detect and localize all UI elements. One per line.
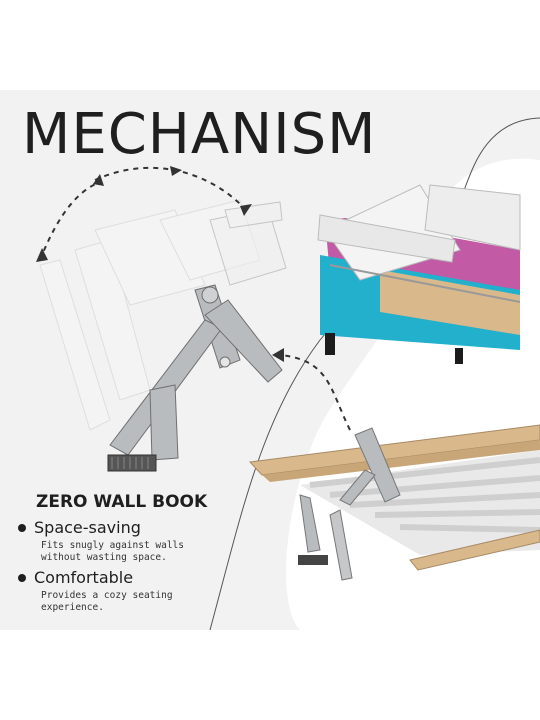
product-panel: MECHANISM ZERO WALL BOOK Space-saving Fi… xyxy=(0,90,540,630)
arrowhead-icon xyxy=(36,248,48,262)
feature-title: Comfortable xyxy=(34,568,134,587)
feature-item: Space-saving Fits snugly against walls w… xyxy=(18,518,238,564)
feature-description: Fits snugly against walls without wastin… xyxy=(41,540,184,563)
arrowhead-icon xyxy=(170,166,182,176)
illustration xyxy=(36,117,540,630)
arrowhead-icon xyxy=(240,204,252,216)
bullet-dot-icon xyxy=(18,573,26,582)
feature-title: Space-saving xyxy=(34,518,141,537)
page-title: MECHANISM xyxy=(22,102,377,167)
bed-frame-image xyxy=(248,424,540,581)
dashed-arrow-curve xyxy=(279,354,351,431)
bullet-dot-icon xyxy=(18,523,26,532)
feature-item: Comfortable Provides a cozy seating expe… xyxy=(18,568,238,614)
mechanism-diagram xyxy=(39,199,287,472)
arrowhead-icon xyxy=(93,174,104,186)
dashed-arrow-arc-left xyxy=(39,181,101,261)
sofa-bed-image xyxy=(317,184,521,364)
arrowhead-icon xyxy=(272,348,284,362)
spring-icon xyxy=(107,454,157,472)
feature-description: Provides a cozy seating experience. xyxy=(41,590,173,613)
product-name: ZERO WALL BOOK xyxy=(36,492,208,512)
